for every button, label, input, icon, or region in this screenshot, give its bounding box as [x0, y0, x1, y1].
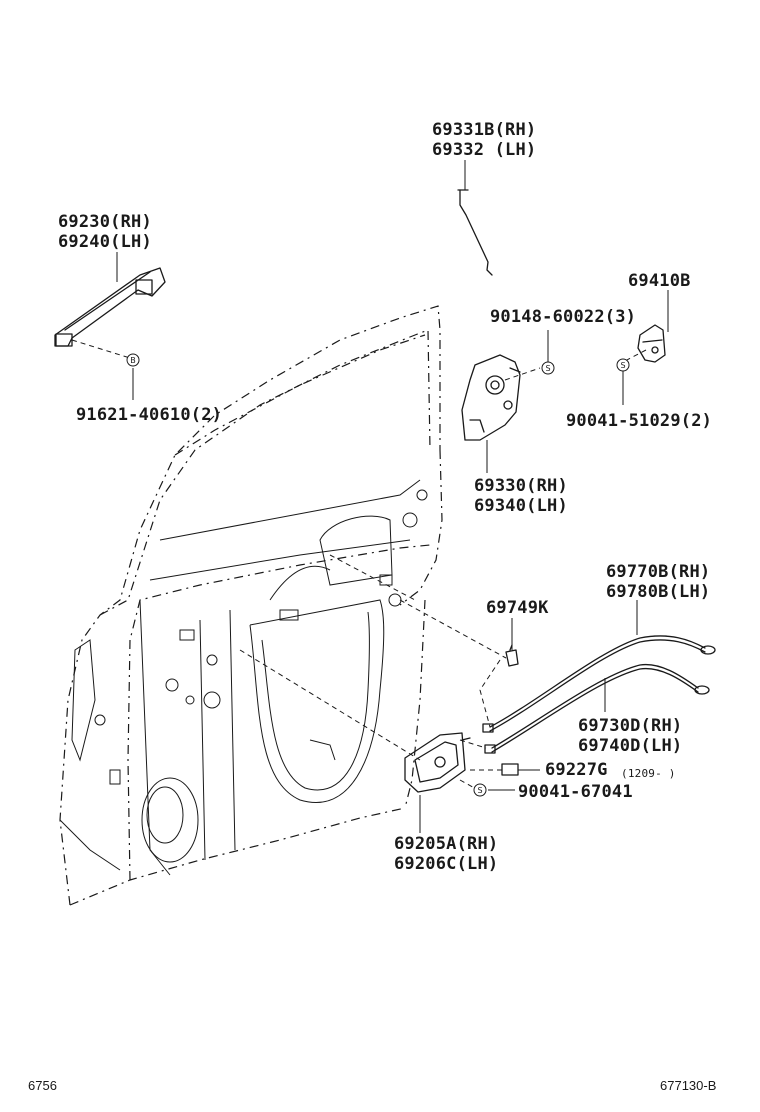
- label-bolt-91621: 91621-40610(2): [76, 405, 223, 425]
- svg-text:B: B: [130, 356, 136, 365]
- svg-text:S: S: [620, 361, 625, 370]
- bolt-symbol-icon: B: [126, 353, 140, 367]
- label-rod-lh: 69332 (LH): [432, 140, 537, 160]
- screw-symbol-icon: S: [541, 361, 555, 375]
- label-inner-handle-rh: 69205A(RH): [394, 834, 499, 854]
- label-lock-lh: 69340(LH): [474, 496, 568, 516]
- label-handle-rh: 69230(RH): [58, 212, 152, 232]
- lock-rod-part: [457, 189, 493, 276]
- inside-handle-part: [404, 732, 471, 793]
- label-cable-lock-lh: 69780B(LH): [606, 582, 711, 602]
- lock-assembly-part: [461, 354, 521, 441]
- label-screw-90041-67041: 90041-67041: [518, 782, 633, 802]
- outside-handle-part: [54, 267, 166, 347]
- label-clip: 69749K: [486, 598, 549, 618]
- label-screw-90148: 90148-60022(3): [490, 307, 637, 327]
- label-cable-lock-rh: 69770B(RH): [606, 562, 711, 582]
- label-lock-rh: 69330(RH): [474, 476, 568, 496]
- label-cable-open-lh: 69740D(LH): [578, 736, 683, 756]
- footer-right-code: 677130-B: [660, 1078, 717, 1093]
- svg-text:S: S: [477, 786, 482, 795]
- door-frame: [59, 305, 443, 906]
- label-inner-handle-lh: 69206C(LH): [394, 854, 499, 874]
- label-pad: 69227G: [545, 760, 608, 780]
- label-screw-90041-51029: 90041-51029(2): [566, 411, 713, 431]
- footer-left-code: 6756: [28, 1078, 57, 1093]
- striker-part: [637, 324, 666, 363]
- cable-parts: [482, 635, 716, 754]
- screw-symbol-icon: S: [616, 358, 630, 372]
- screw-symbol-icon: S: [473, 783, 487, 797]
- pad-part: [501, 763, 519, 776]
- door-inner-panel: [59, 479, 428, 876]
- label-handle-lh: 69240(LH): [58, 232, 152, 252]
- leader-lines: [116, 160, 669, 833]
- svg-text:S: S: [545, 364, 550, 373]
- label-cable-open-rh: 69730D(RH): [578, 716, 683, 736]
- label-striker: 69410B: [628, 271, 691, 291]
- label-pad-note: (1209- ): [621, 767, 676, 780]
- label-rod-rh: 69331B(RH): [432, 120, 537, 140]
